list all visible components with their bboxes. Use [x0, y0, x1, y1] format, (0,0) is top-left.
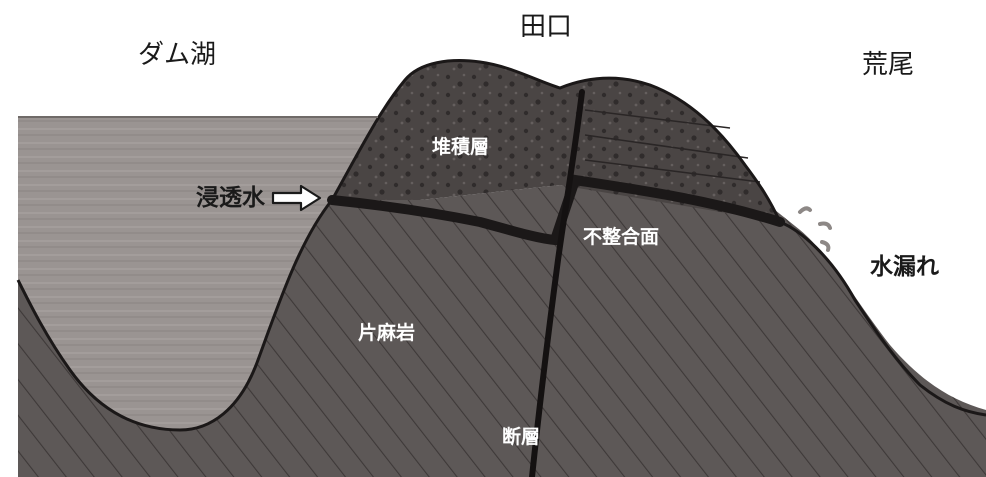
- unconformity-line: [327, 174, 785, 246]
- terrain-outline: [16, 59, 986, 432]
- water-leak-label: 水漏れ: [870, 254, 939, 280]
- fault-line: [529, 89, 585, 477]
- unconformity-label: 不整合面: [583, 226, 660, 248]
- seepage-water-label: 浸透水: [196, 184, 265, 211]
- arao-label: 荒尾: [862, 50, 915, 80]
- gneiss-label: 片麻岩: [358, 322, 416, 344]
- right-arrow-icon: [271, 184, 322, 212]
- taguchi-label: 田口: [520, 12, 573, 42]
- water-drip-icon: [798, 206, 832, 252]
- seepage-group: 浸透水: [196, 183, 323, 213]
- dam-lake-label: ダム湖: [138, 40, 217, 70]
- fault-label: 断層: [502, 426, 541, 448]
- sediment-layer-label: 堆積層: [432, 136, 490, 158]
